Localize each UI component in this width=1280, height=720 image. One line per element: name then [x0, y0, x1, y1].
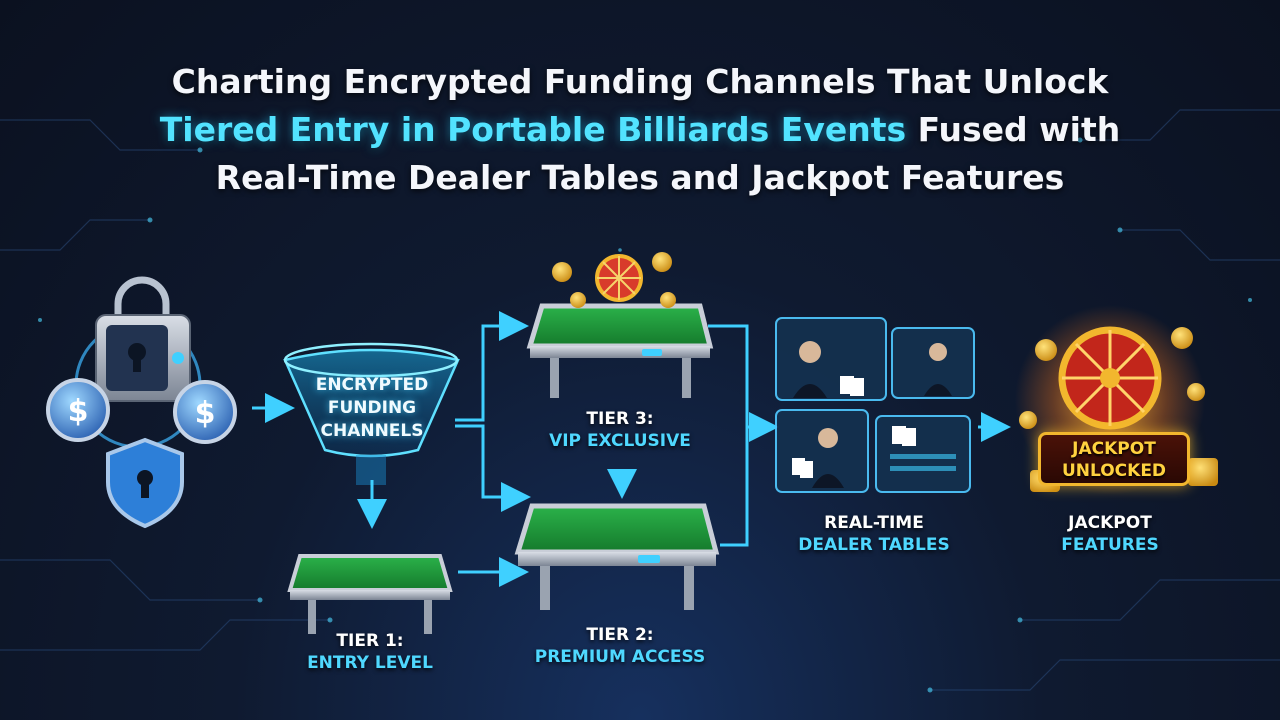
dollar-coin-icon: $ [46, 378, 110, 442]
tier1-desc: ENTRY LEVEL [307, 653, 433, 673]
tier3-label: TIER 3: VIP EXCLUSIVE [520, 408, 720, 452]
funnel-line-3: CHANNELS [320, 421, 424, 441]
safe-lock-icon [95, 276, 191, 402]
funnel-line-1: ENCRYPTED [315, 375, 429, 395]
tier3-desc: VIP EXCLUSIVE [549, 431, 691, 451]
pool-table-icon [514, 503, 720, 610]
gold-coins-icon [1019, 327, 1218, 492]
jackpot-banner-line-2: UNLOCKED [1061, 461, 1167, 481]
jackpot-label: JACKPOT FEATURES [1030, 512, 1190, 556]
tier2-name: TIER 2: [586, 625, 654, 645]
jackpot-label-line-2: FEATURES [1061, 535, 1159, 555]
funnel-line-2: FUNDING [327, 398, 417, 418]
tier2-label: TIER 2: PREMIUM ACCESS [510, 624, 730, 668]
title-highlight: Tiered Entry in Portable Billiards Event… [159, 110, 907, 149]
page-title: Charting Encrypted Funding Channels That… [0, 58, 1280, 202]
shield-keyhole-icon [106, 437, 184, 529]
dollar-coin-icon: $ [173, 380, 237, 444]
title-line-3: Real-Time Dealer Tables and Jackpot Feat… [215, 158, 1065, 197]
dealer-screen-icon [775, 317, 975, 493]
tier1-label: TIER 1: ENTRY LEVEL [280, 630, 460, 674]
funnel-label: ENCRYPTED FUNDING CHANNELS [290, 374, 454, 443]
coin-symbol-right: $ [195, 396, 216, 431]
title-line-2-rest: Fused with [906, 110, 1121, 149]
dealer-line-1: REAL-TIME [824, 513, 924, 533]
pool-table-icon [526, 303, 714, 398]
tier3-name: TIER 3: [586, 409, 654, 429]
jackpot-banner-line-1: JACKPOT [1072, 439, 1156, 459]
dealer-label: REAL-TIME DEALER TABLES [776, 512, 972, 556]
jackpot-banner: JACKPOT UNLOCKED [1038, 432, 1190, 486]
security-cluster: $ $ [46, 276, 237, 529]
title-line-2: Tiered Entry in Portable Billiards Event… [0, 106, 1280, 154]
dealer-line-2: DEALER TABLES [798, 535, 950, 555]
flow-arrows [252, 311, 1011, 587]
title-line-1: Charting Encrypted Funding Channels That… [171, 62, 1109, 101]
coin-symbol-left: $ [68, 394, 89, 429]
tier1-name: TIER 1: [336, 631, 404, 651]
funnel-icon [283, 342, 460, 485]
jackpot-label-line-1: JACKPOT [1068, 513, 1152, 533]
pool-table-icon [287, 554, 453, 634]
prize-wheel-icon [552, 252, 676, 308]
tier2-desc: PREMIUM ACCESS [534, 647, 706, 667]
